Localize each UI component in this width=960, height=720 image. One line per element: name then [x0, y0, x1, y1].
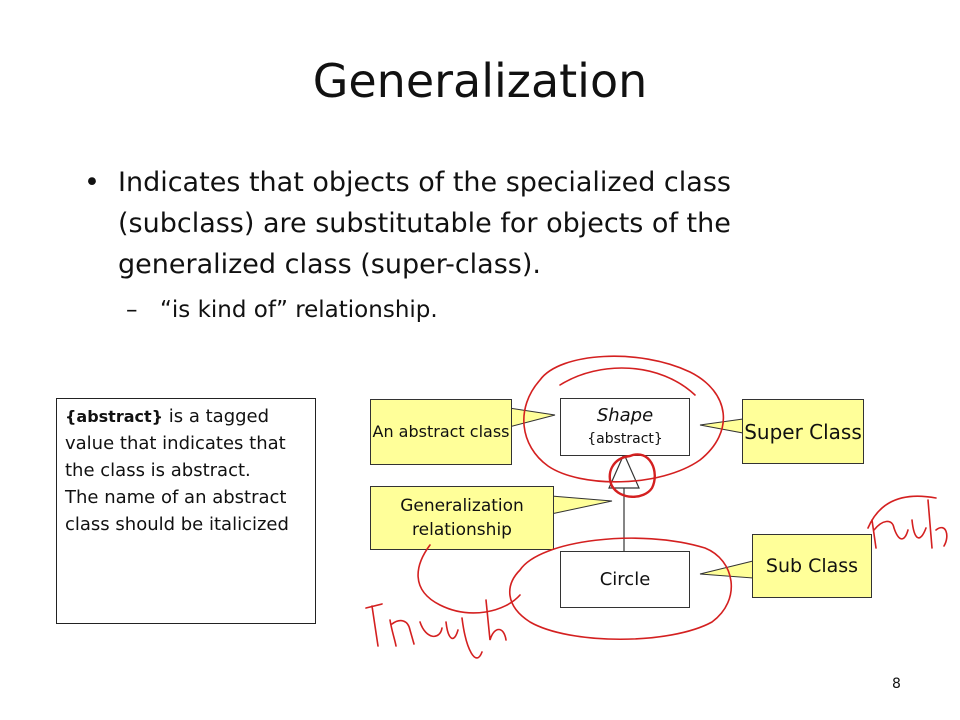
generalization-callout: Generalization relationship	[370, 486, 554, 550]
annotation-triangle-word	[365, 599, 507, 659]
circle-class-box: Circle	[560, 551, 690, 608]
page-number: 8	[892, 676, 901, 692]
shape-class-stereotype: {abstract}	[587, 431, 663, 447]
annotation-stroke-right	[867, 495, 937, 529]
annotation-rectangle-word	[871, 499, 948, 549]
bullet-item: • Indicates that objects of the speciali…	[84, 162, 844, 285]
annotation-scribble-circle	[508, 537, 733, 641]
annotation-loop-left	[417, 544, 521, 614]
shape-class-name: Shape	[596, 405, 654, 426]
shape-class-box: Shape {abstract}	[560, 398, 690, 456]
bullet-list: • Indicates that objects of the speciali…	[84, 162, 844, 325]
note-text-2: The name of an abstract class should be …	[65, 487, 289, 535]
note-tag: {abstract}	[65, 407, 164, 426]
note-text: is a tagged value that indicates that th…	[65, 406, 286, 481]
abstract-class-callout: An abstract class	[370, 399, 512, 465]
abstract-note-box: {abstract} is a tagged value that indica…	[56, 398, 316, 624]
super-class-callout: Super Class	[742, 399, 864, 464]
annotation-scribble-shape	[523, 355, 725, 483]
sub-bullet-marker: –	[126, 297, 138, 323]
annotation-circle-arrowhead	[608, 453, 656, 498]
bullet-marker: •	[84, 167, 100, 198]
sub-bullet-item: – “is kind of” relationship.	[84, 295, 844, 325]
sub-bullet-text: “is kind of” relationship.	[160, 297, 438, 323]
sub-class-callout: Sub Class	[752, 534, 872, 598]
generalization-arrowhead	[608, 452, 640, 489]
bullet-text: Indicates that objects of the specialize…	[118, 167, 731, 280]
slide-title: Generalization	[312, 54, 648, 108]
